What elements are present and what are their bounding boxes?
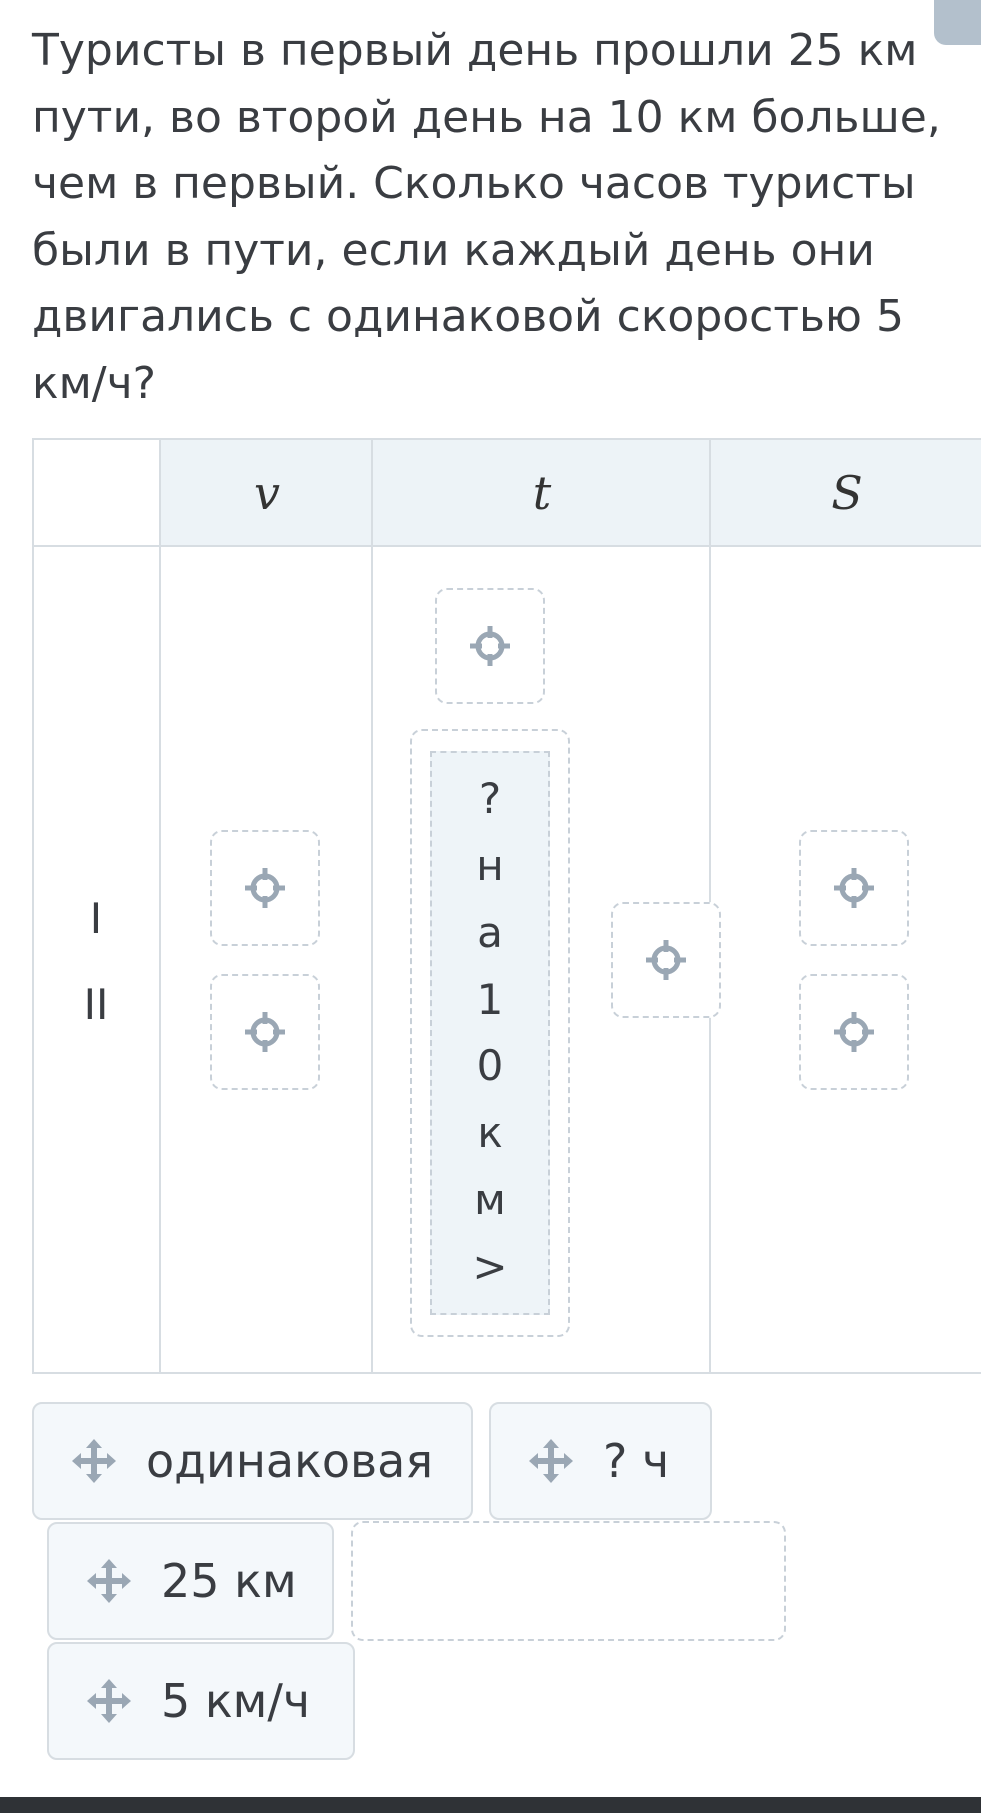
question-line: двигались с одинаковой скоростью 5 — [32, 291, 904, 342]
drop-zone-t-top[interactable] — [435, 588, 545, 704]
bottom-bar — [0, 1797, 981, 1813]
question-line: чем в первый. Сколько часов туристы — [32, 158, 916, 209]
drop-zone-v-row2[interactable] — [210, 974, 320, 1090]
drop-zone-s-row2[interactable] — [799, 974, 909, 1090]
drop-zone-t-row2[interactable] — [611, 902, 721, 1018]
crosshair-target-icon — [245, 868, 285, 908]
chip-char: к — [477, 1108, 503, 1158]
drag-chip-5kmh[interactable]: 5 км/ч — [47, 1642, 355, 1760]
move-arrows-icon — [87, 1559, 131, 1603]
chip-label: 5 км/ч — [161, 1674, 311, 1728]
column-divider — [159, 440, 161, 1372]
data-table: v t S I II — [32, 438, 981, 1374]
column-divider — [371, 440, 373, 1372]
question-line: были в пути, если каждый день они — [32, 224, 875, 276]
drag-chip-odinakovaya[interactable]: одинаковая — [32, 1402, 473, 1520]
header-s: S — [711, 440, 981, 547]
question-line: Туристы в первый день прошли 25 км — [32, 25, 918, 76]
crosshair-target-icon — [245, 1012, 285, 1052]
crosshair-target-icon — [470, 626, 510, 666]
crosshair-target-icon — [834, 868, 874, 908]
move-arrows-icon — [87, 1679, 131, 1723]
chip-char: 1 — [476, 974, 504, 1024]
chip-char: н — [476, 840, 504, 890]
corner-tab[interactable] — [934, 0, 981, 45]
crosshair-target-icon — [834, 1012, 874, 1052]
row-label-1: I — [89, 894, 103, 943]
move-arrows-icon — [72, 1439, 116, 1483]
placed-chip-na10km[interactable]: ? н а 1 0 к м > — [430, 751, 550, 1315]
drag-chip-25km[interactable]: 25 км — [47, 1522, 334, 1640]
chip-char: м — [474, 1175, 506, 1225]
chip-label: 25 км — [161, 1554, 297, 1608]
row-label-2: II — [83, 980, 109, 1029]
header-t: t — [373, 440, 711, 547]
drop-zone-v-row1[interactable] — [210, 830, 320, 946]
chip-char: а — [477, 907, 503, 957]
drop-zone-t-row1-filled[interactable]: ? н а 1 0 к м > — [410, 729, 570, 1337]
chip-char: 0 — [476, 1041, 504, 1091]
question-line: км/ч? — [32, 357, 156, 409]
crosshair-target-icon — [646, 940, 686, 980]
header-empty — [34, 440, 161, 547]
move-arrows-icon — [529, 1439, 573, 1483]
chip-char: ? — [478, 773, 502, 823]
question-line: пути, во второй день на 10 км больше, — [32, 91, 941, 143]
empty-chip-slot[interactable] — [351, 1521, 786, 1641]
chip-label: одинаковая — [146, 1434, 434, 1488]
chip-char: > — [472, 1242, 508, 1291]
chip-label: ? ч — [603, 1434, 670, 1488]
header-v: v — [161, 440, 373, 547]
drag-chip-q-hours[interactable]: ? ч — [489, 1402, 712, 1520]
drop-zone-s-row1[interactable] — [799, 830, 909, 946]
question-text: Туристы в первый день прошли 25 км пути,… — [32, 18, 962, 417]
